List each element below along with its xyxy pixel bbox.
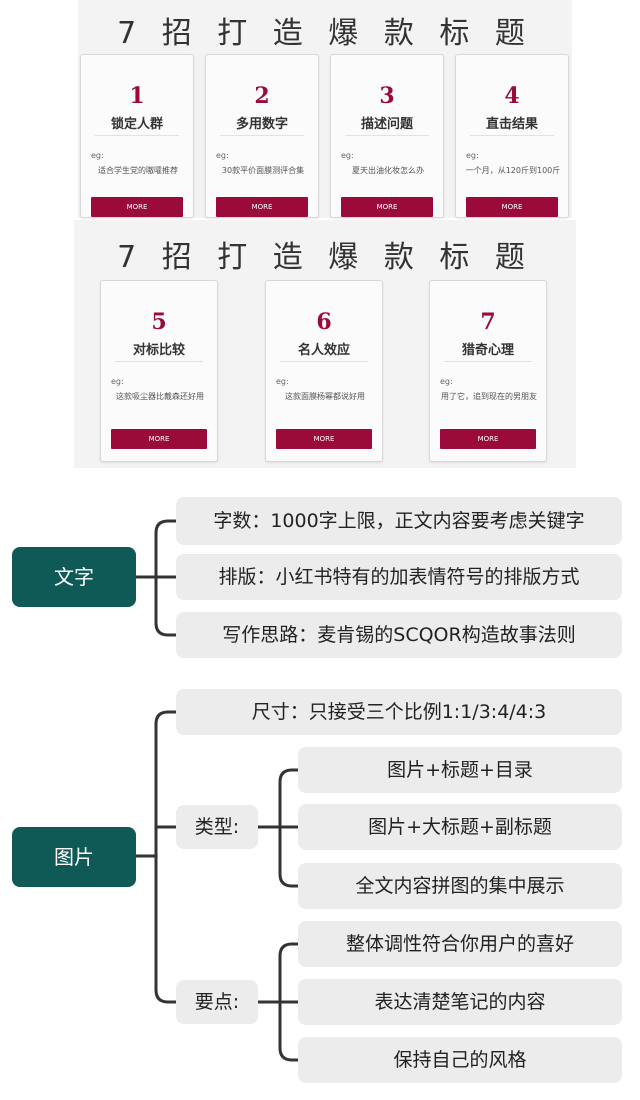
title-card: 2 多用数字 eg: 30款平价面膜测评合集 MORE [205, 54, 319, 218]
card-eg-label: eg: [276, 377, 289, 386]
card-number: 5 [151, 309, 167, 335]
card-title: 对标比较 [132, 343, 185, 358]
title-card: 1 锁定人群 eg: 适合学生党的嗷嚯推荐 MORE [80, 54, 194, 218]
connector-image-spine [154, 710, 170, 1004]
more-button[interactable]: MORE [111, 429, 207, 449]
more-button[interactable]: MORE [216, 197, 308, 217]
card-number: 2 [254, 83, 270, 109]
card-number: 4 [504, 83, 520, 109]
mindmap-node-layout: 排版：小红书特有的加表情符号的排版方式 [176, 554, 622, 600]
card-divider [280, 361, 368, 362]
card-example-text: 夏天出油化妆怎么办 [352, 166, 424, 175]
more-button[interactable]: MORE [341, 197, 433, 217]
title-card: 5 对标比较 eg: 这款吸尘器比戴森还好用 MORE [100, 280, 218, 462]
title-card: 6 名人效应 eg: 这款面膜杨幂都说好用 MORE [265, 280, 383, 462]
card-divider [95, 135, 179, 136]
mindmap-root-image: 图片 [12, 827, 136, 887]
card-divider [444, 361, 532, 362]
card-eg-label: eg: [216, 151, 229, 160]
card-divider [115, 361, 203, 362]
card-example-text: 这款面膜杨幂都说好用 [285, 392, 365, 401]
card-title: 猎奇心理 [461, 343, 514, 358]
panel-title: 7 招 打 造 爆 款 标 题 [117, 240, 533, 275]
title-card: 4 直击结果 eg: 一个月，从120斤到100斤 MORE [455, 54, 569, 218]
card-number: 1 [129, 83, 145, 109]
title-panel-2: 7 招 打 造 爆 款 标 题 5 对标比较 eg: 这款吸尘器比戴森还好用 M… [74, 220, 576, 468]
card-title: 直击结果 [485, 117, 538, 132]
title-panel-1: 7 招 打 造 爆 款 标 题 1 锁定人群 eg: 适合学生党的嗷嚯推荐 MO… [78, 0, 572, 218]
card-divider [345, 135, 429, 136]
mindmap-node-point-3: 保持自己的风格 [298, 1037, 622, 1083]
card-eg-label: eg: [111, 377, 124, 386]
title-card: 3 描述问题 eg: 夏天出油化妆怎么办 MORE [330, 54, 444, 218]
card-example-text: 这款吸尘器比戴森还好用 [116, 392, 204, 401]
mindmap-node-point-2: 表达清楚笔记的内容 [298, 979, 622, 1025]
card-example-text: 30款平价面膜测评合集 [221, 166, 305, 175]
card-example-text: 适合学生党的嗷嚯推荐 [98, 166, 178, 175]
mindmap-node-type-1: 图片+标题+目录 [298, 747, 622, 793]
title-card: 7 猎奇心理 eg: 用了它，追到现在的男朋友 MORE [429, 280, 547, 462]
more-button[interactable]: MORE [440, 429, 536, 449]
more-button[interactable]: MORE [276, 429, 372, 449]
mindmap-node-word-count: 字数：1000字上限，正文内容要考虑关键字 [176, 497, 622, 545]
card-eg-label: eg: [91, 151, 104, 160]
card-title: 描述问题 [360, 117, 413, 132]
card-example-text: 用了它，追到现在的男朋友 [441, 392, 537, 401]
mindmap-node-types: 类型: [176, 805, 258, 849]
panel-title: 7 招 打 造 爆 款 标 题 [117, 16, 533, 51]
mindmap-node-type-2: 图片+大标题+副标题 [298, 804, 622, 850]
card-title: 名人效应 [297, 343, 350, 358]
card-title: 多用数字 [235, 117, 288, 132]
more-button[interactable]: MORE [91, 197, 183, 217]
mindmap-node-size: 尺寸：只接受三个比例1:1/3:4/4:3 [176, 689, 622, 735]
card-number: 3 [379, 83, 395, 109]
card-eg-label: eg: [466, 151, 479, 160]
mindmap-node-type-3: 全文内容拼图的集中展示 [298, 863, 622, 909]
card-number: 6 [316, 309, 332, 335]
card-title: 锁定人群 [110, 117, 163, 132]
card-divider [220, 135, 304, 136]
more-button[interactable]: MORE [466, 197, 558, 217]
card-divider [470, 135, 554, 136]
card-example-text: 一个月，从120斤到100斤 [465, 166, 561, 175]
mindmap-node-writing-approach: 写作思路：麦肯锡的SCQOR构造故事法则 [176, 612, 622, 658]
mindmap-node-points: 要点: [176, 980, 258, 1024]
card-number: 7 [480, 309, 496, 335]
card-eg-label: eg: [341, 151, 354, 160]
card-eg-label: eg: [440, 377, 453, 386]
mindmap-root-text: 文字 [12, 547, 136, 607]
mindmap-node-point-1: 整体调性符合你用户的喜好 [298, 921, 622, 967]
